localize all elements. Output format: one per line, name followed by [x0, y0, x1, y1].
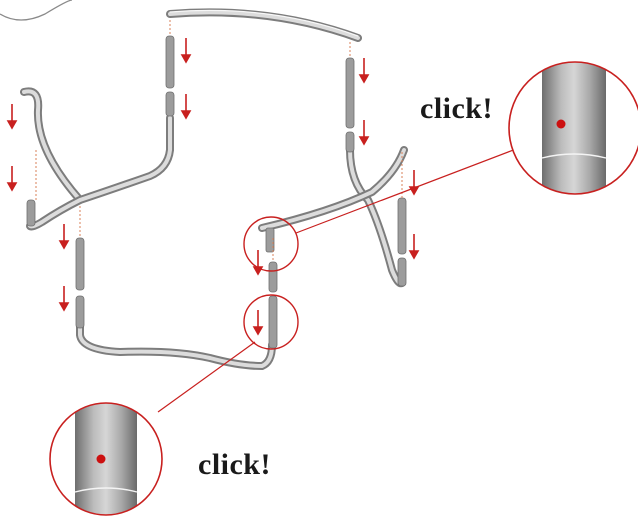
down-arrow-icon [180, 38, 192, 64]
pole-segment [345, 57, 355, 129]
pole-segments [26, 35, 407, 349]
down-arrow-icon [180, 94, 192, 120]
zoom-detail-bottom [49, 402, 163, 516]
right-swoop-tube [258, 146, 408, 288]
dashed-guides [35, 20, 403, 262]
pole-segment [268, 261, 278, 293]
down-arrow-icon [6, 166, 18, 192]
down-arrow-icon [408, 234, 420, 260]
down-arrow-icon [358, 120, 370, 146]
pole-segment [165, 91, 175, 117]
pole-segment [265, 227, 275, 253]
click-point-icon [556, 119, 566, 129]
pole-segment [397, 257, 407, 287]
click-label-bottom: click! [198, 448, 271, 481]
frame-tubes [20, 8, 408, 370]
leader-line-bottom [157, 341, 256, 413]
bottom-u-tube [76, 321, 276, 370]
leader-line-top [295, 148, 517, 234]
highlight-circle-upper [243, 216, 299, 272]
pole-segment [268, 295, 278, 349]
pole-segment [345, 131, 355, 153]
down-arrow-icon [252, 250, 264, 276]
down-arrow-icon [58, 224, 70, 250]
left-swoop-tube [20, 87, 174, 231]
click-point-icon [96, 454, 106, 464]
pole-segment [26, 199, 36, 227]
down-arrow-icon [6, 104, 18, 130]
zoom-detail-top [508, 61, 638, 195]
pole-segment [75, 295, 85, 329]
top-arch-tube [166, 8, 362, 42]
corner-circle-outline [0, 0, 73, 21]
highlight-circle-lower [243, 294, 299, 350]
down-arrow-icon [252, 310, 264, 336]
down-arrow-icon [358, 58, 370, 84]
down-arrow-icon [408, 170, 420, 196]
pole-segment [397, 197, 407, 255]
click-label-top: click! [420, 92, 493, 125]
pole-segment [75, 237, 85, 291]
down-arrow-icon [58, 286, 70, 312]
pole-segment [165, 35, 175, 89]
